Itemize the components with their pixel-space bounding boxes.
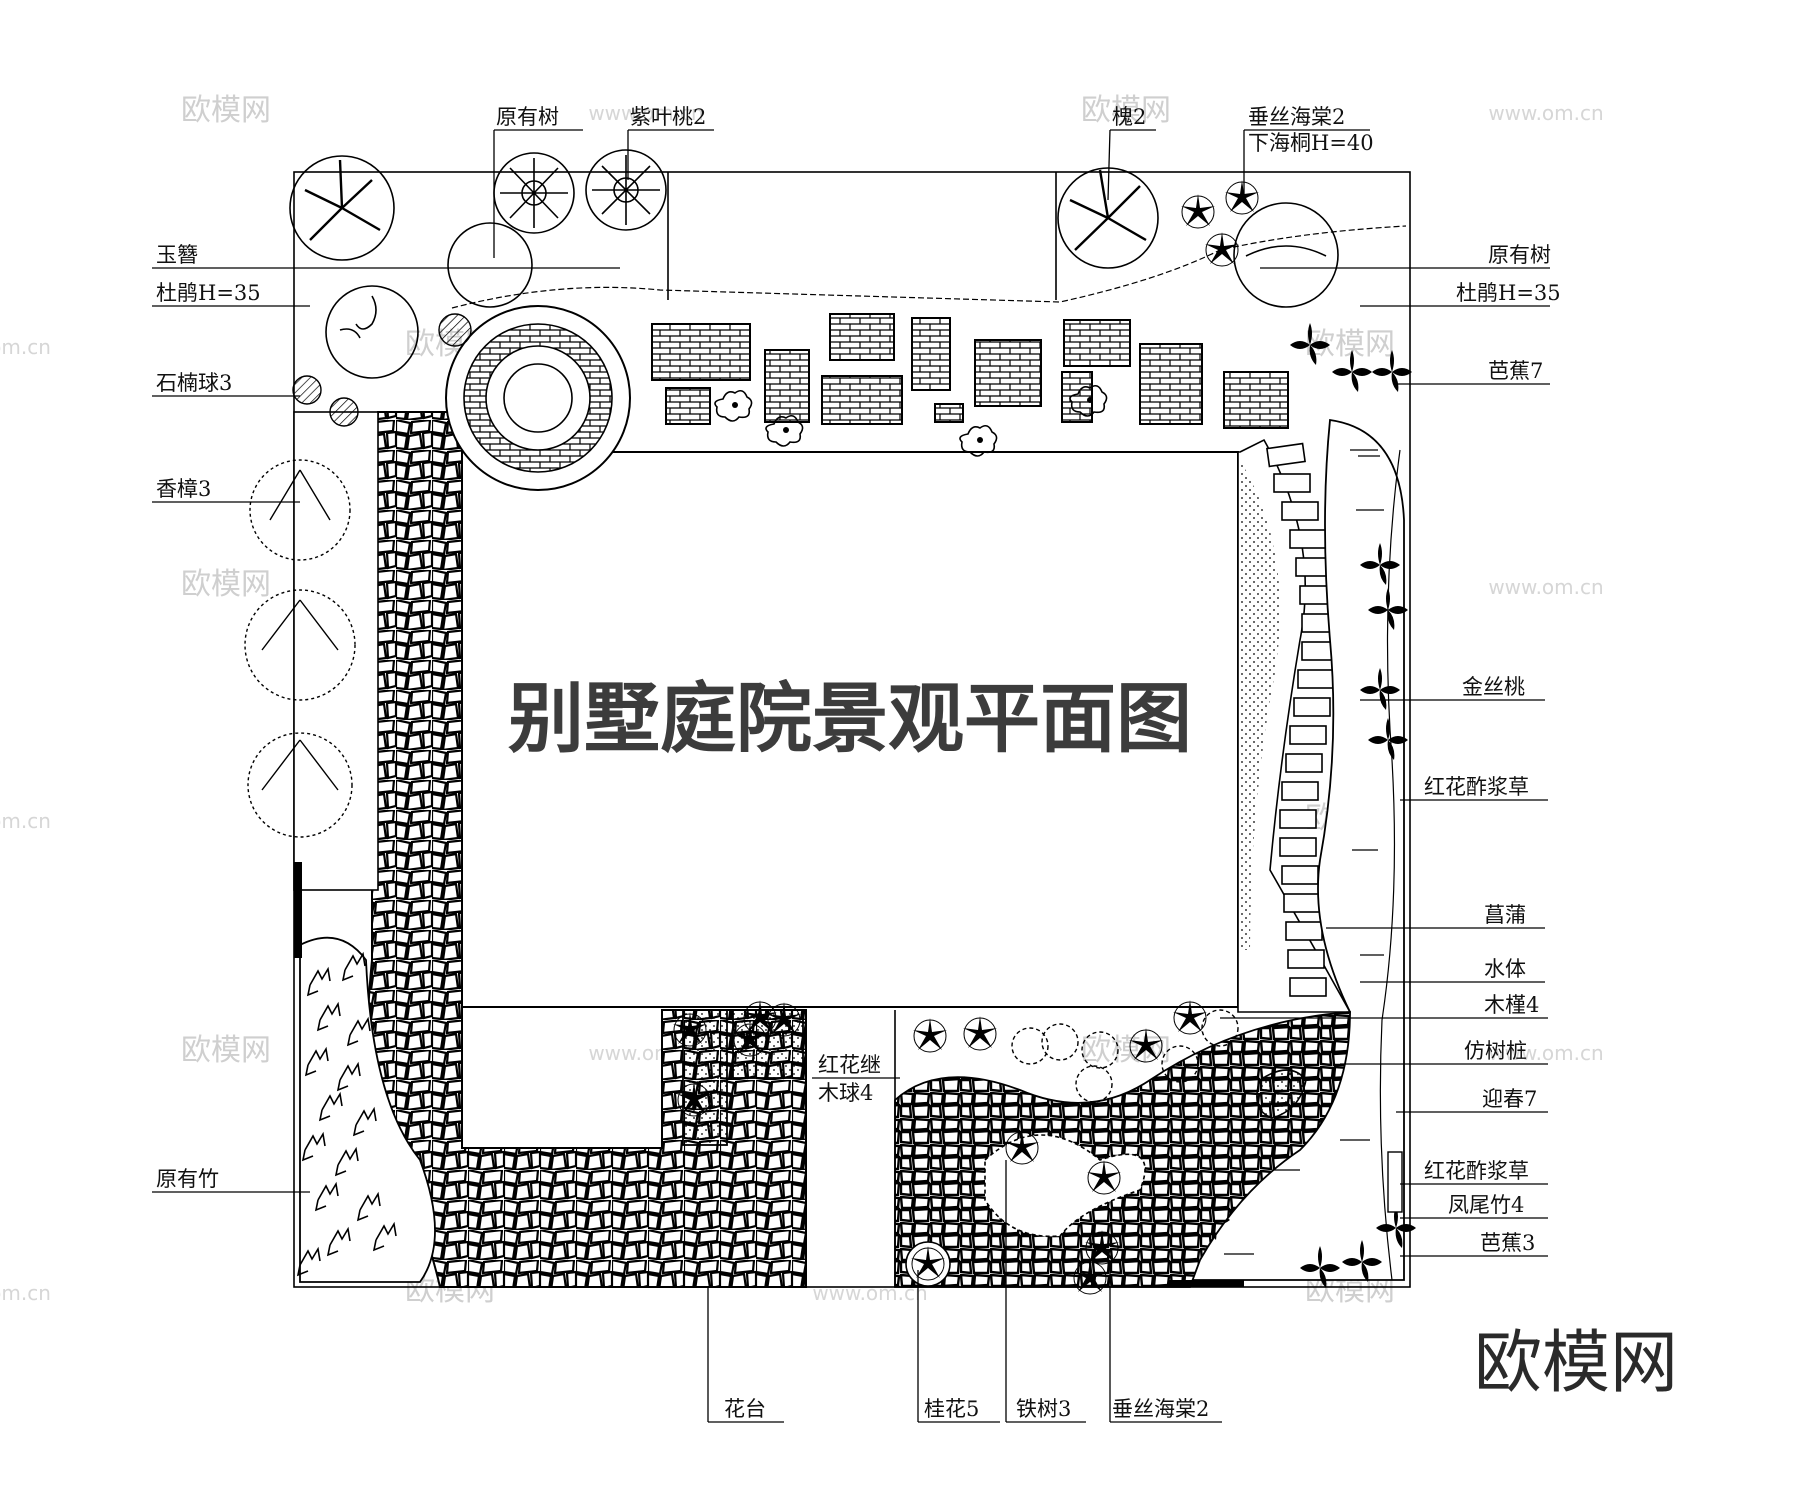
pagoda-tree	[1057, 167, 1159, 269]
existing-tree-right	[1233, 202, 1339, 308]
leader-lines	[152, 129, 1550, 1423]
boundary-wall-mark	[294, 862, 302, 958]
label-phoenix-bamboo: 凤尾竹4	[1448, 1193, 1524, 1217]
photinia-balls	[292, 313, 472, 427]
watermark: 欧模网	[181, 93, 271, 128]
bottom-wall-mark	[1168, 1280, 1244, 1287]
left-planting-strip	[293, 411, 379, 891]
plant-labels: 原有树 紫叶桃2 槐2 垂丝海棠2 下海桐H=40 玉簪 杜鹃H=35 石楠球3…	[156, 105, 1561, 1421]
label-jasmine: 迎春7	[1482, 1087, 1537, 1111]
purple-leaf-peach	[585, 149, 667, 231]
label-loropetalum-2: 木球4	[818, 1081, 873, 1105]
vine-edge	[1379, 449, 1401, 1281]
label-osmanthus: 桂花5	[924, 1397, 979, 1421]
label-camphor: 香樟3	[156, 477, 211, 501]
water-lines	[1224, 449, 1384, 1255]
watermark: www.om.cn	[588, 101, 703, 125]
drawing-title: 别墅庭院景观平面图	[508, 674, 1192, 763]
label-bamboo: 原有竹	[156, 1167, 219, 1191]
label-banana-7: 芭蕉7	[1488, 359, 1543, 383]
osmanthus	[905, 1241, 951, 1287]
label-water: 水体	[1484, 957, 1526, 981]
label-hosta: 玉簪	[156, 243, 198, 267]
label-pittosporum: 下海桐H=40	[1248, 131, 1374, 155]
label-oxalis-1: 红花酢浆草	[1424, 775, 1529, 799]
circular-plaza	[445, 305, 631, 491]
watermark: 欧模网	[1081, 93, 1171, 128]
watermark: www.om.cn	[1488, 101, 1603, 125]
watermark: om.cn	[0, 1281, 51, 1305]
watermark: om.cn	[0, 809, 51, 833]
label-azalea-left: 杜鹃H=35	[156, 281, 261, 305]
label-crabapple-bottom: 垂丝海棠2	[1112, 1397, 1209, 1421]
label-existing-tree-right: 原有树	[1488, 243, 1551, 267]
label-sago-palm: 铁树3	[1016, 1397, 1071, 1421]
watermark: www.om.cn	[1488, 1041, 1603, 1065]
dashed-shrubs	[1011, 1009, 1239, 1103]
label-purple-leaf-peach: 紫叶桃2	[630, 105, 706, 129]
label-oxalis-2: 红花酢浆草	[1424, 1159, 1529, 1183]
hosta-shrub	[325, 222, 533, 379]
top-lawn-curve	[451, 225, 1407, 309]
small-pond	[1256, 1069, 1307, 1119]
crabapple-top	[1180, 179, 1260, 267]
curved-bed	[984, 1134, 1146, 1238]
flower-bed	[672, 999, 804, 1146]
label-photinia: 石楠球3	[156, 371, 232, 395]
watermark: om.cn	[0, 335, 51, 359]
top-left-existing-tree	[289, 155, 395, 261]
label-flower-bed: 花台	[724, 1397, 766, 1421]
brand-logo: 欧模网	[1474, 1324, 1678, 1403]
label-calamus: 菖蒲	[1484, 903, 1526, 927]
stump-feature	[1387, 1151, 1403, 1213]
watermark: 欧模网	[1081, 1033, 1171, 1068]
label-existing-tree-top: 原有树	[496, 105, 559, 129]
label-azalea-right: 杜鹃H=35	[1456, 281, 1561, 305]
label-hibiscus: 木槿4	[1484, 993, 1539, 1017]
label-banana-3: 芭蕉3	[1480, 1231, 1535, 1255]
bamboo-bed	[299, 936, 436, 1283]
gravel-strip	[1240, 460, 1280, 950]
label-stump: 仿树桩	[1464, 1039, 1527, 1063]
label-loropetalum-1: 红花继	[818, 1053, 881, 1077]
watermark: 欧模网	[181, 1033, 271, 1068]
existing-tree-top	[493, 152, 575, 234]
label-hypericum: 金丝桃	[1462, 675, 1525, 699]
label-pagoda-tree: 槐2	[1112, 105, 1146, 129]
camphor-trees	[244, 459, 356, 838]
stepping-stones-right	[1266, 442, 1339, 997]
stepping-pavers-top	[651, 313, 1289, 429]
label-crabapple-top: 垂丝海棠2	[1248, 105, 1345, 129]
watermark: 欧模网	[181, 567, 271, 602]
watermark: www.om.cn	[1488, 575, 1603, 599]
